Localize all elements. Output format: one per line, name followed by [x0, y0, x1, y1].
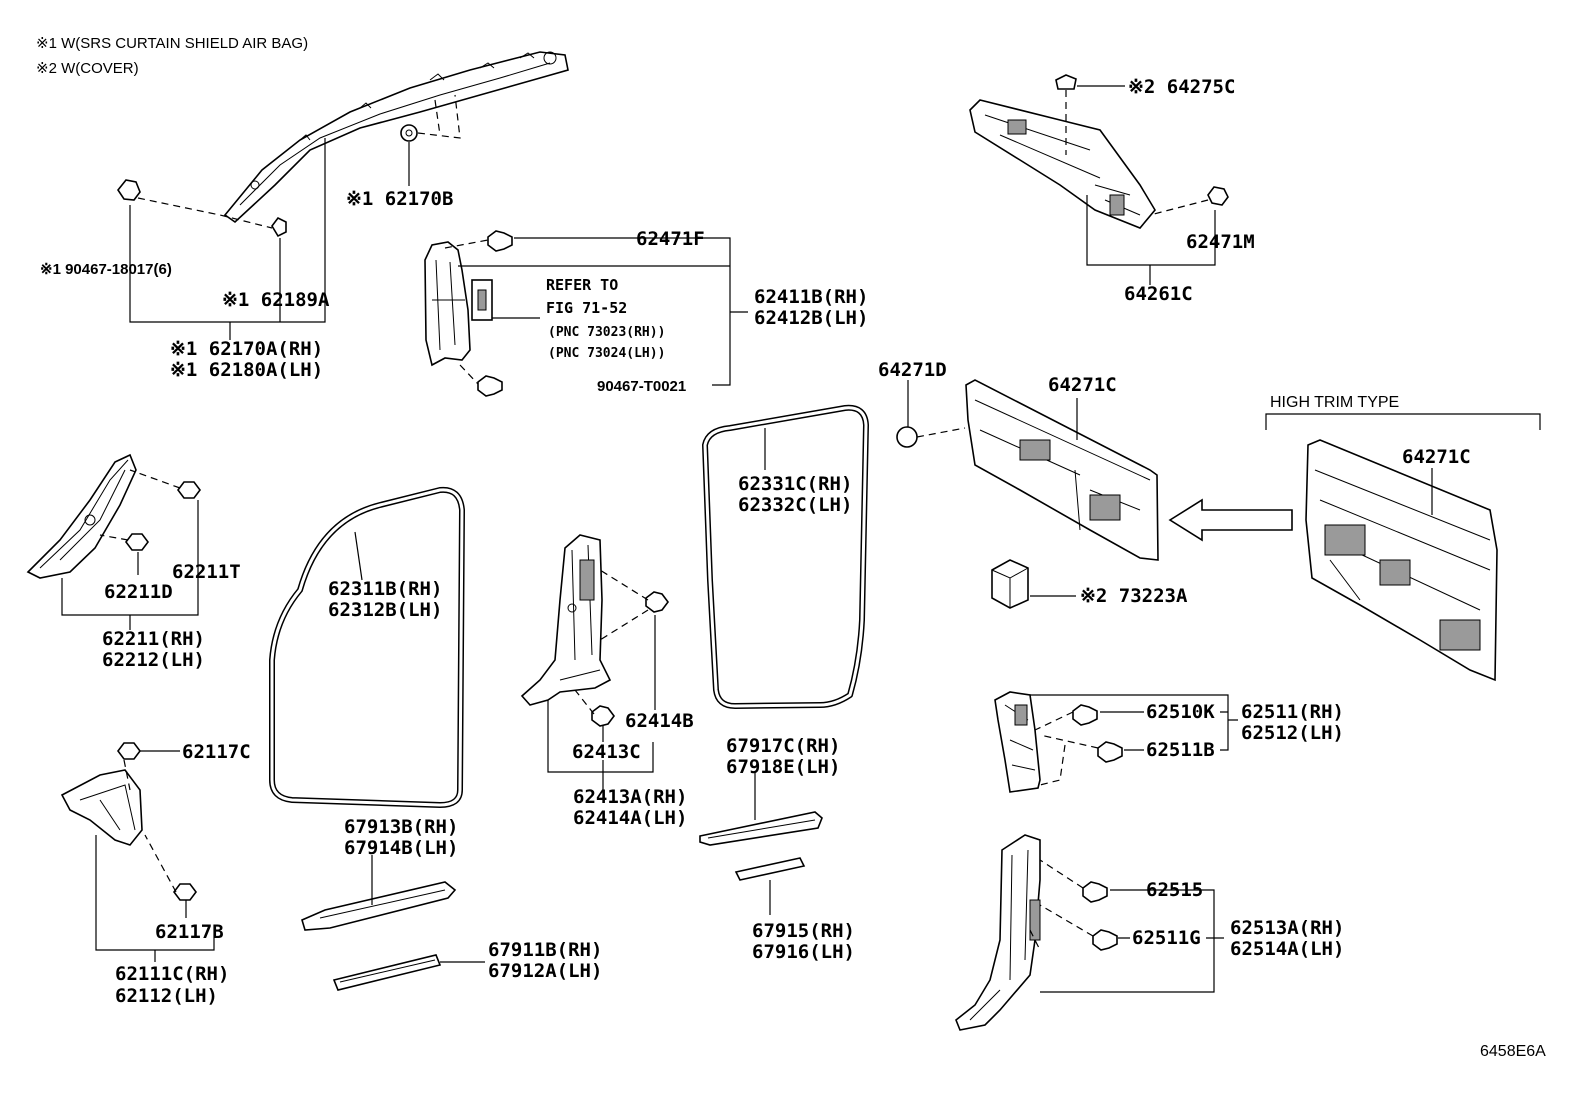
front-scuff-plate-upper: [301, 881, 457, 931]
label-62412B: 62412B(LH): [754, 307, 868, 329]
label-67914B: 67914B(LH): [344, 837, 458, 859]
pnc-lh-text: (PNC 73024(LH)): [548, 346, 665, 361]
clip-icon: [173, 883, 197, 901]
label-62515: 62515: [1146, 879, 1203, 901]
label-62512: 62512(LH): [1241, 722, 1344, 744]
label-62511: 62511(RH): [1241, 701, 1344, 723]
label-62117B: 62117B: [155, 921, 224, 943]
label-67911B: 67911B(RH): [488, 939, 602, 961]
clip-icon: [645, 591, 669, 613]
back-panel-trim-high: [1305, 439, 1498, 682]
label-62411B: 62411B(RH): [754, 286, 868, 308]
clip-icon: [1055, 74, 1077, 90]
upper-back-trim: [969, 99, 1156, 229]
front-door-weatherstrip: [269, 486, 465, 808]
label-67915: 67915(RH): [752, 920, 855, 942]
label-62514A: 62514A(LH): [1230, 938, 1344, 960]
diagram-code: 6458E6A: [1480, 1043, 1546, 1060]
clip-icon: [117, 179, 141, 201]
note-airbag: ※1 W(SRS CURTAIN SHIELD AIR BAG): [36, 35, 308, 52]
label-62211D: 62211D: [104, 581, 173, 603]
rear-scuff-plate-upper: [699, 811, 823, 846]
label-67916: 67916(LH): [752, 941, 855, 963]
clip-icon: [591, 705, 615, 727]
back-panel-trim: [965, 379, 1159, 561]
label-62511B: 62511B: [1146, 739, 1215, 761]
label-62180A: ※1 62180A(LH): [170, 359, 323, 381]
rear-door-weatherstrip: [702, 404, 869, 709]
pillar-garnish-upper: [424, 241, 493, 367]
label-73223A: ※2 73223A: [1080, 585, 1188, 607]
pnc-rh-text: (PNC 73023(RH)): [548, 325, 665, 340]
label-62170A: ※1 62170A(RH): [170, 338, 323, 360]
clip-icon: [177, 481, 201, 499]
label-62511G: 62511G: [1132, 927, 1201, 949]
label-62112: 62112(LH): [115, 985, 218, 1007]
refer-to-text: REFER TO: [546, 276, 618, 294]
label-62413C: 62413C: [572, 741, 641, 763]
label-64271D: 64271D: [878, 359, 947, 381]
rear-scuff-plate-lower: [734, 857, 806, 881]
high-trim-type-label: HIGH TRIM TYPE: [1270, 394, 1399, 411]
label-62212: 62212(LH): [102, 649, 205, 671]
label-62414B: 62414B: [625, 710, 694, 732]
label-62189A: ※1 62189A: [222, 289, 330, 311]
clip-icon: [1092, 929, 1118, 951]
clip-icon: [400, 124, 418, 142]
label-90467-T0021: 90467-T0021: [597, 378, 686, 395]
label-62413A: 62413A(RH): [573, 786, 687, 808]
quarter-trim-lower: [955, 834, 1041, 1031]
center-pillar-garnish: [520, 534, 612, 706]
label-62117C: 62117C: [182, 741, 251, 763]
clip-icon: [487, 230, 513, 252]
label-62111C: 62111C(RH): [115, 963, 229, 985]
clip-icon: [1082, 881, 1108, 903]
clip-icon: [1097, 741, 1123, 763]
clip-icon: [117, 742, 141, 760]
label-62513A: 62513A(RH): [1230, 917, 1344, 939]
label-62471F: 62471F: [636, 228, 705, 250]
front-scuff-plate-lower: [332, 954, 442, 991]
note-cover: ※2 W(COVER): [36, 60, 139, 77]
label-67913B: 67913B(RH): [344, 816, 458, 838]
label-67917C: 67917C(RH): [726, 735, 840, 757]
label-62311B: 62311B(RH): [328, 578, 442, 600]
kick-panel: [60, 769, 143, 846]
label-67918E: 67918E(LH): [726, 756, 840, 778]
cover-73223A: [991, 559, 1029, 609]
label-67912A: 67912A(LH): [488, 960, 602, 982]
refer-fig-text: FIG 71-52: [546, 299, 627, 317]
label-64275C: ※2 64275C: [1128, 76, 1235, 98]
curtain-airbag-assembly: [223, 51, 569, 224]
label-62332C: 62332C(LH): [738, 494, 852, 516]
clip-icon: [1072, 704, 1098, 726]
clip-icon: [477, 375, 503, 397]
label-62211: 62211(RH): [102, 628, 205, 650]
label-62414A: 62414A(LH): [573, 807, 687, 829]
arrow-icon: [1168, 498, 1293, 542]
cowl-side-trim: [26, 453, 137, 579]
label-64271C-high: 64271C: [1402, 446, 1471, 468]
label-62312B: 62312B(LH): [328, 599, 442, 621]
quarter-trim-upper: [994, 691, 1041, 793]
label-62510K: 62510K: [1146, 701, 1215, 723]
clip-icon: [896, 426, 918, 448]
clip-icon: [125, 533, 149, 551]
label-90467-18017: ※1 90467-18017(6): [40, 261, 172, 278]
label-64271C-standard: 64271C: [1048, 374, 1117, 396]
label-62170B: ※1 62170B: [346, 188, 453, 210]
label-62211T: 62211T: [172, 561, 241, 583]
label-62331C: 62331C(RH): [738, 473, 852, 495]
clip-icon: [1207, 186, 1229, 206]
clip-icon: [271, 216, 287, 238]
label-62471M: 62471M: [1186, 231, 1255, 253]
label-64261C: 64261C: [1124, 283, 1193, 305]
